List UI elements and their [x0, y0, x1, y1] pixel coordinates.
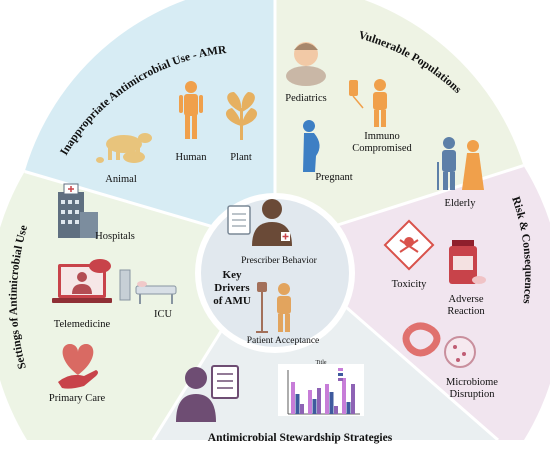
mini-chart-bars [291, 378, 355, 414]
telemedicine-icon [52, 259, 112, 303]
mini-bar-1-2 [300, 404, 304, 414]
center-title-line-1: Key [223, 269, 242, 281]
mini-bar-2-1 [312, 399, 317, 414]
sector-vulnerable [275, 0, 524, 245]
patient-acceptance-label: Patient Acceptance [247, 336, 320, 346]
center-title-line-2: Drivers [214, 282, 250, 294]
sector-stewardship [153, 245, 498, 440]
checklist-person-icon [176, 365, 239, 422]
plant-icon [225, 92, 258, 140]
mini-bar-chart: Title [278, 360, 364, 416]
adverse-label: Adverse [449, 294, 484, 305]
pregnant-icon [303, 120, 320, 172]
elderly-label: Elderly [445, 198, 477, 209]
hospital-icon [58, 183, 98, 238]
mini-bar-3-1 [329, 392, 334, 414]
mini-bar-1-0 [291, 382, 295, 414]
elderly-icon [437, 137, 484, 190]
stewardship-title: Antimicrobial Stewardship Strategies [208, 432, 393, 444]
hospitals-label: Hospitals [95, 231, 135, 242]
icu-label: ICU [154, 309, 173, 320]
disruption-label: Disruption [450, 389, 496, 400]
mini-bar-2-0 [308, 390, 312, 414]
primary-care-label: Primary Care [49, 393, 106, 404]
child-icon [286, 42, 326, 86]
human-icon [179, 81, 203, 139]
plant-label: Plant [230, 152, 252, 163]
heart-hand-icon [58, 344, 98, 389]
animal-label: Animal [105, 174, 137, 185]
icu-bed-icon [119, 269, 177, 304]
prescriber-behavior-label: Prescriber Behavior [241, 256, 318, 266]
human-label: Human [176, 152, 208, 163]
microbiome-label: Microbiome [446, 377, 498, 388]
toxicity-icon [383, 219, 435, 271]
pregnant-label: Pregnant [315, 172, 352, 183]
telemedicine-label: Telemedicine [54, 319, 111, 330]
immuno-icon [349, 79, 387, 127]
mini-chart-legend [338, 368, 343, 381]
mini-bar-4-2 [351, 384, 355, 414]
toxicity-label: Toxicity [392, 279, 428, 290]
mini-bar-4-1 [346, 402, 351, 414]
mini-bar-3-0 [325, 384, 329, 414]
mini-chart-title: Title [315, 360, 326, 366]
sector-amr [24, 0, 275, 245]
center-disc [201, 199, 349, 347]
patient-iv-icon [256, 282, 291, 333]
pill-bottle-icon [449, 240, 486, 284]
mini-bar-3-2 [334, 406, 338, 414]
compromised-label: Compromised [352, 143, 412, 154]
mini-bar-4-0 [342, 378, 346, 414]
cow-icon [96, 133, 152, 163]
center-title-line-3: of AMU [213, 295, 251, 307]
mini-bar-2-2 [317, 388, 321, 414]
mini-bar-1-1 [295, 394, 300, 414]
intestine-icon [402, 322, 476, 368]
immuno-label: Immuno [364, 131, 400, 142]
pediatrics-label: Pediatrics [285, 93, 326, 104]
doctor-icon [227, 199, 292, 246]
reaction-label: Reaction [447, 306, 485, 317]
